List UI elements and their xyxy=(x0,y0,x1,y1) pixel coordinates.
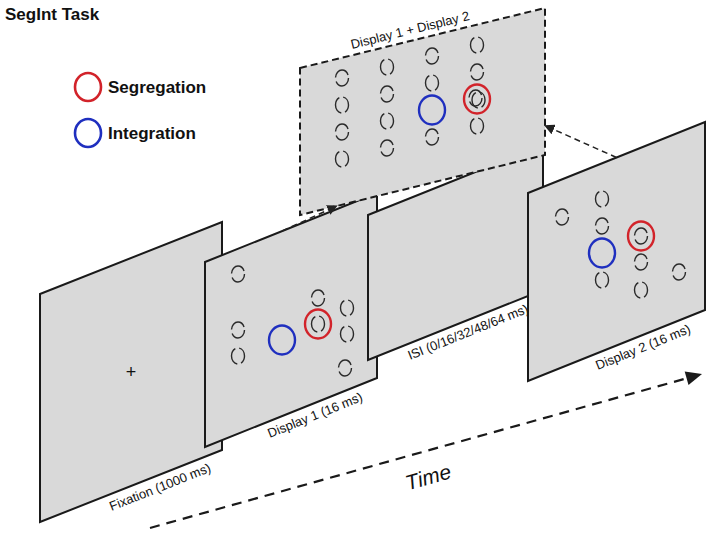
stimulus-circle xyxy=(381,140,394,156)
stimulus-circle xyxy=(426,75,439,91)
stimulus-circle xyxy=(232,348,245,364)
stimulus-circle xyxy=(232,322,245,338)
combined-display-panel: Display 1 + Display 2 xyxy=(300,8,545,215)
segregation-ring xyxy=(464,85,490,114)
stimulus-circle xyxy=(381,59,394,75)
stimulus-circle xyxy=(336,124,349,140)
stimulus-circle xyxy=(381,86,394,102)
stimulus-circle xyxy=(426,129,439,145)
panel-shape xyxy=(528,122,705,381)
stimulus-circle xyxy=(341,326,354,342)
stimulus-circle xyxy=(471,37,484,53)
stimulus-circle xyxy=(336,70,349,86)
stimulus-circle xyxy=(472,92,485,108)
stimulus-circle xyxy=(596,218,609,234)
panel-outline xyxy=(300,8,545,215)
stimulus-circle xyxy=(596,272,609,288)
stimulus-circle xyxy=(312,290,325,306)
panel-outline xyxy=(528,122,705,381)
figure-title: SegInt Task xyxy=(5,6,99,23)
segregation-ring xyxy=(628,222,654,251)
display-panel: +Fixation (1000 ms) xyxy=(40,222,222,522)
stimulus-circle xyxy=(635,254,648,270)
legend-label: Segregation xyxy=(108,79,206,96)
integration-ring xyxy=(589,239,615,268)
stimulus-circle xyxy=(336,97,349,113)
segregation-ring xyxy=(305,310,331,339)
integration-ring xyxy=(419,96,445,125)
time-arrowhead xyxy=(685,372,702,385)
display-panel: Display 2 (16 ms) xyxy=(528,122,705,381)
stimulus-circle xyxy=(471,64,484,80)
stimulus-circle xyxy=(232,266,245,282)
combined-stimuli xyxy=(336,37,491,167)
stimulus-circle xyxy=(339,360,352,376)
stimulus-circle xyxy=(635,228,648,244)
panel-shape xyxy=(40,222,222,522)
display-1-stimuli xyxy=(232,266,354,376)
stimulus-circle xyxy=(635,282,648,298)
stimulus-circle xyxy=(381,113,394,129)
stimulus-circle xyxy=(556,209,569,225)
integration-ring xyxy=(269,326,295,355)
display-panel: Display 1 (16 ms) xyxy=(205,193,377,447)
legend-ring-red xyxy=(75,73,101,101)
stimulus-circle xyxy=(426,48,439,64)
time-label: Time xyxy=(403,461,453,494)
display-2-stimuli xyxy=(556,191,686,298)
legend-label: Integration xyxy=(108,125,196,142)
stimulus-circle xyxy=(312,316,325,332)
stimulus-circle xyxy=(471,118,484,134)
time-axis xyxy=(150,379,686,529)
stimulus-circle xyxy=(341,300,354,316)
dashed-arrow xyxy=(282,206,336,231)
panel-shape xyxy=(300,8,545,215)
panel-shape xyxy=(205,193,377,447)
panel-outline xyxy=(205,193,377,447)
stimulus-circle xyxy=(673,264,686,280)
fixation-cross: + xyxy=(126,363,137,381)
stimulus-circle xyxy=(596,191,609,207)
stimulus-circle xyxy=(336,151,349,167)
dashed-arrow xyxy=(545,126,617,158)
legend-ring-blue xyxy=(75,119,101,147)
